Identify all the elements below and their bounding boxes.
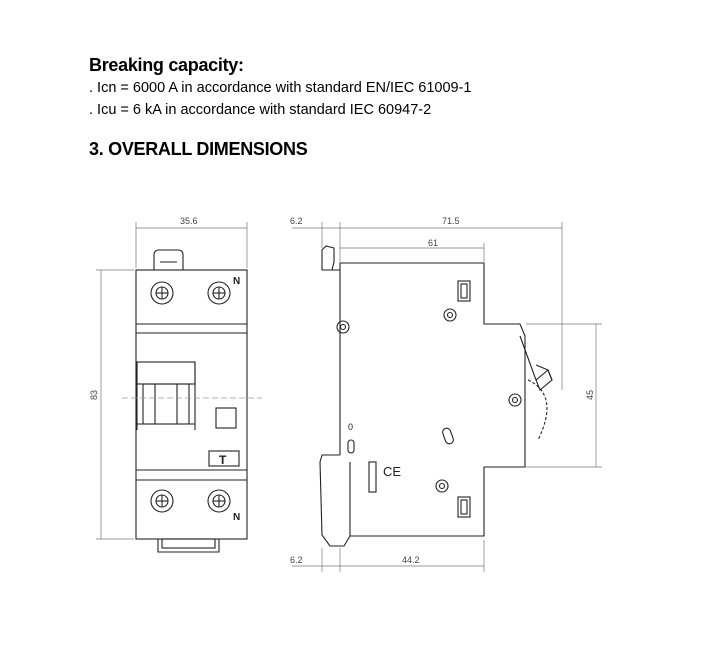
dim-top-offset: 6.2: [290, 216, 303, 226]
side-view: [292, 222, 602, 572]
breaking-capacity-title: Breaking capacity:: [89, 55, 244, 75]
dim-height-front: 83: [89, 390, 99, 400]
icn-spec-line: . Icn = 6000 A in accordance with standa…: [89, 80, 472, 96]
dim-bottom-depth: 44.2: [402, 555, 420, 565]
drawing-labels: 35.6 83 6.2 71.5 61 45 6.2 44.2 N N T CE…: [89, 216, 595, 565]
dim-height-side: 45: [585, 390, 595, 400]
ce-mark: CE: [383, 464, 401, 479]
dim-depth-61: 61: [428, 238, 438, 248]
test-button-label: T: [219, 453, 227, 467]
neutral-label-top: N: [233, 276, 240, 287]
neutral-label-bottom: N: [233, 512, 240, 523]
overall-dimensions-title: 3. OVERALL DIMENSIONS: [89, 139, 308, 159]
dim-bottom-offset: 6.2: [290, 555, 303, 565]
icu-spec-line: . Icu = 6 kA in accordance with standard…: [89, 102, 432, 118]
indicator-zero: 0: [348, 422, 353, 432]
dim-width-front: 35.6: [180, 216, 198, 226]
dim-total-depth: 71.5: [442, 216, 460, 226]
front-view: [96, 222, 262, 553]
